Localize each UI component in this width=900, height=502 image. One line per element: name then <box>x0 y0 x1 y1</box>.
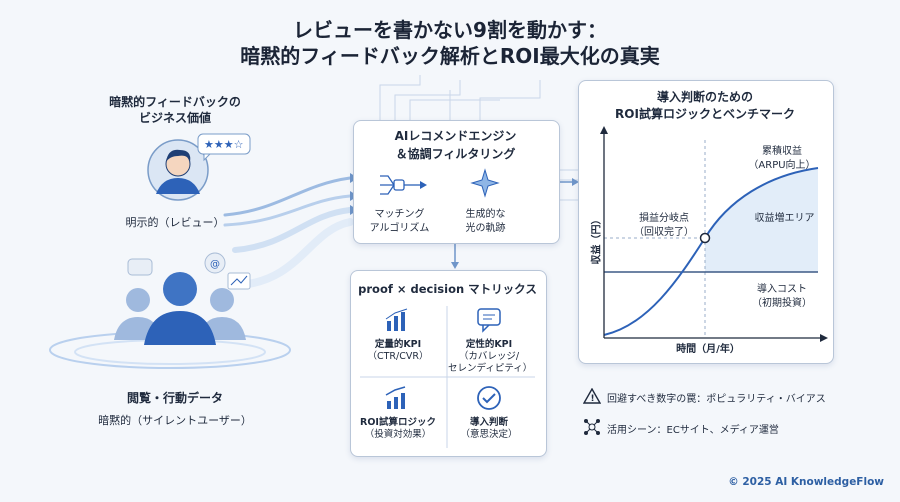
value-heading-2: ビジネス価値 <box>138 111 211 125</box>
implicit-title: 閲覧・行動データ <box>126 391 223 405</box>
check-circle-icon <box>477 386 501 410</box>
roi-title-2: ROI試算ロジックとベンチマーク <box>615 107 795 121</box>
explicit-label: 明示的（レビュー） <box>125 216 225 229</box>
revenue-gain-area <box>705 168 818 272</box>
value-heading-1: 暗黙的フィードバックの <box>109 95 241 109</box>
breakeven-label-1: 損益分岐点 <box>639 213 689 224</box>
breakeven-label-2: （回収完了） <box>634 227 694 238</box>
roi-y-axis-label: 収益（円） <box>591 214 603 265</box>
page-title-line1: レビューを書かない9割を動かす： <box>293 18 607 42</box>
ai-engine-card <box>353 120 560 244</box>
roi-chart <box>600 126 828 342</box>
chat-icon <box>477 308 501 333</box>
proof-decision-matrix-card <box>350 270 547 457</box>
roi-logic-sub: （投資対効果） <box>364 429 432 440</box>
roi-title-1: 導入判断のための <box>656 90 753 104</box>
matching-label-1: マッチング <box>374 209 425 220</box>
qualitative-kpi-sub-1: （カバレッジ/ <box>458 351 520 362</box>
quantitative-kpi-sub: （CTR/CVR） <box>367 351 429 362</box>
matrix-cell-qualitative-kpi: 定性的KPI（カバレッジ/セレンディピティ） <box>448 303 533 377</box>
matrix-cell-roi-logic: ROI試算ロジック（投資対効果） <box>357 381 439 455</box>
matrix-title: proof × decision マトリックス <box>358 282 537 296</box>
use-scenes-text: 活用シーン：ECサイト、メディア運営 <box>607 425 779 436</box>
revenue-label-2: （ARPU向上） <box>748 160 816 171</box>
svg-text:@: @ <box>210 259 220 270</box>
qualitative-kpi-sub-2: セレンディピティ） <box>448 363 533 374</box>
svg-text:!: ! <box>591 394 595 404</box>
decision-sub: （意思決定） <box>460 429 518 440</box>
sparkle-icon <box>470 168 500 198</box>
revenue-label-1: 累積収益 <box>762 146 802 157</box>
cost-label-2: （初期投資） <box>752 298 812 309</box>
implicit-label: 暗黙的（サイレントユーザー） <box>98 414 252 427</box>
revenue-gain-area-label: 収益増エリア <box>754 213 815 224</box>
warning-text: 回避すべき数字の罠：ポピュラリティ・バイアス <box>607 394 826 405</box>
breakeven-point <box>699 232 711 244</box>
cost-label-1: 導入コスト <box>757 284 807 295</box>
roi-x-axis-label: 時間（月/年） <box>676 344 740 355</box>
matrix-cell-quantitative-kpi: 定量的KPI（CTR/CVR） <box>357 303 439 377</box>
roi-logic-label: ROI試算ロジック <box>360 417 436 428</box>
bar-chart-icon <box>385 308 408 331</box>
network-icon <box>584 419 600 435</box>
page-title-line2: 暗黙的フィードバック解析とROI最大化の真実 <box>240 44 660 68</box>
engine-title-1: AIレコメンドエンジン <box>394 129 517 143</box>
quantitative-kpi-label: 定量的KPI <box>374 339 422 350</box>
matrix-grid-lines <box>360 306 535 448</box>
star-rating-icon: ★★★☆ <box>204 138 244 151</box>
matching-icon <box>380 175 427 195</box>
engine-title-2: ＆協調フィルタリング <box>395 147 516 161</box>
copyright: © 2025 AI KnowledgeFlow <box>728 476 884 488</box>
explicit-user-avatar: ★★★☆ <box>147 133 251 201</box>
matching-label-2: アルゴリズム <box>369 223 430 234</box>
generative-label-1: 生成的な <box>465 209 506 220</box>
qualitative-kpi-label: 定性的KPI <box>465 339 513 350</box>
matrix-cell-decision: 導入判断（意思決定） <box>448 381 530 455</box>
warning-icon: ! <box>583 388 601 404</box>
trend-chart-icon <box>385 386 406 409</box>
generative-label-2: 光の軌跡 <box>465 223 506 234</box>
decision-label: 導入判断 <box>469 417 508 428</box>
implicit-users-group: @ <box>114 252 251 345</box>
